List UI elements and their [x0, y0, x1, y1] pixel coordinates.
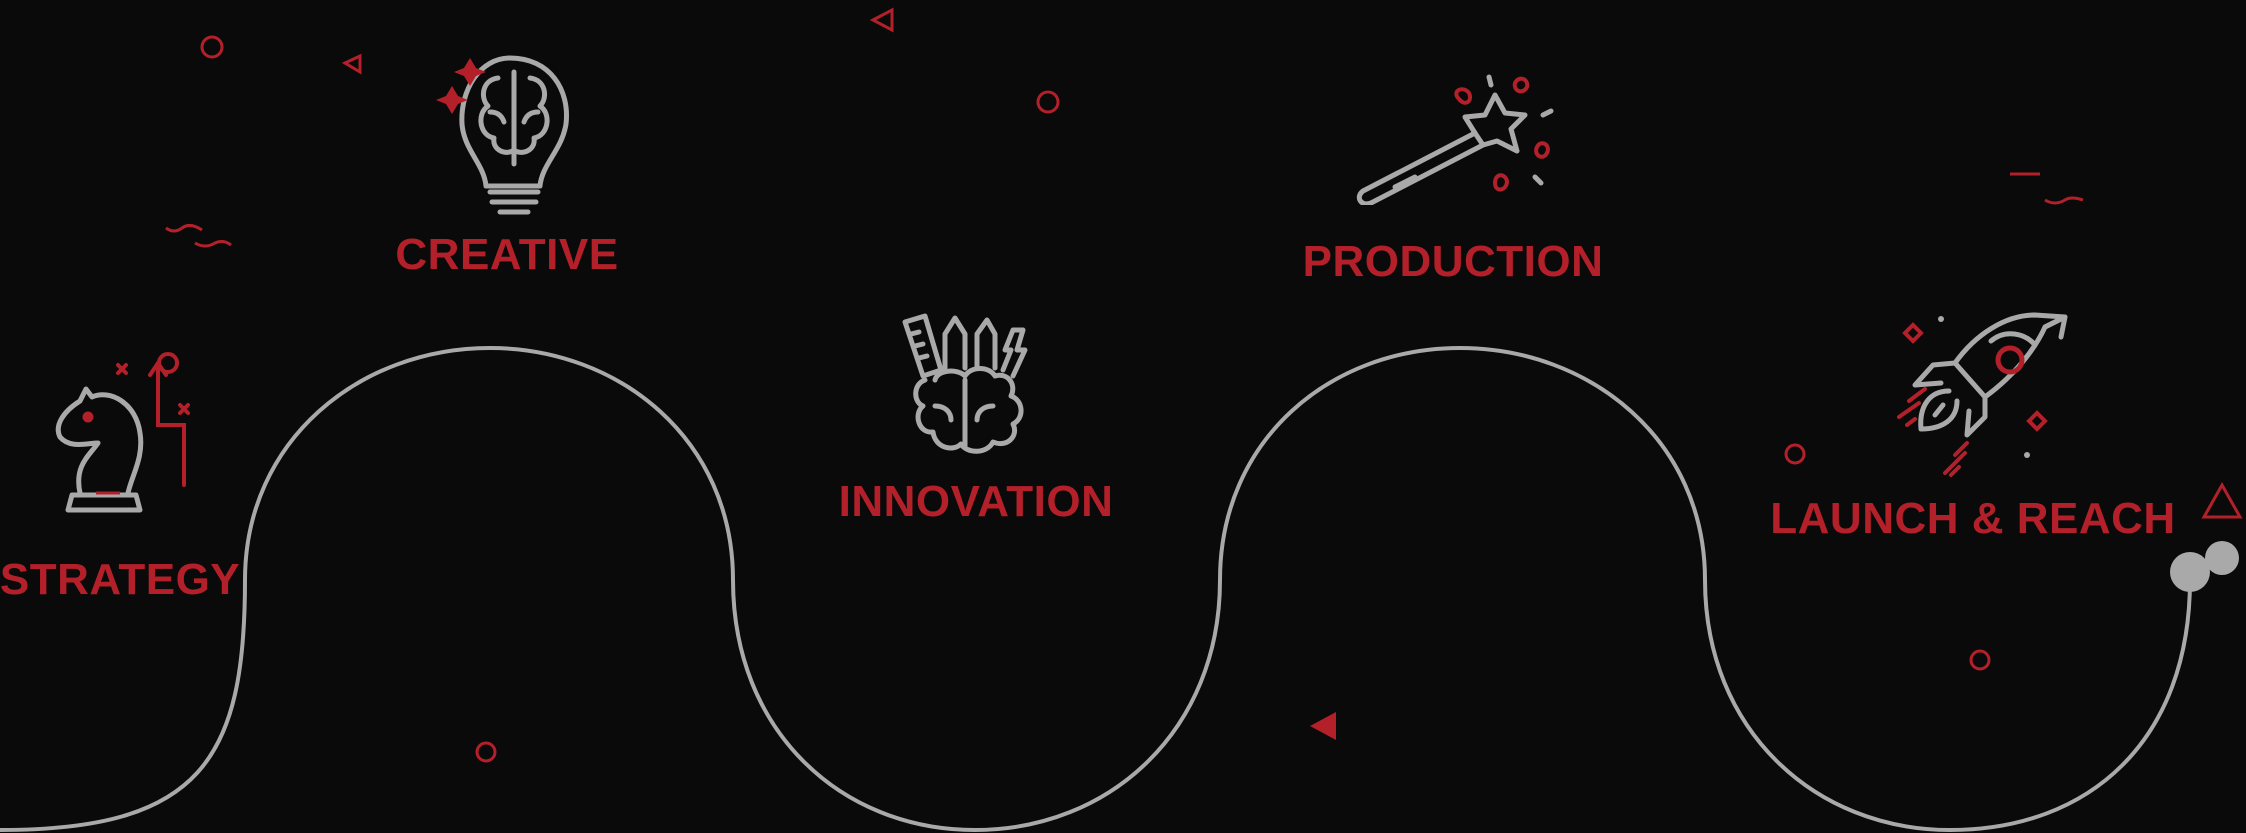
triangle-deco	[1310, 712, 1336, 740]
triangle-deco	[2201, 481, 2243, 519]
circle-deco	[1784, 443, 1806, 465]
rocket-icon	[1897, 312, 2068, 477]
stage-label-creative: CREATIVE	[395, 230, 619, 279]
stage-label-innovation: INNOVATION	[838, 477, 1114, 526]
squiggle-deco	[2044, 196, 2084, 205]
triangle-deco	[869, 7, 894, 33]
circle-deco	[1969, 649, 1991, 671]
chess-knight-icon	[55, 352, 190, 513]
brain-tools-icon	[902, 313, 1028, 454]
stage-label-strategy: STRATEGY	[0, 555, 241, 604]
lightbulb-brain-icon	[436, 55, 569, 215]
balloons-icon	[2170, 541, 2239, 592]
circle-deco	[475, 741, 497, 763]
squiggle-deco	[194, 239, 232, 248]
triangle-deco	[341, 53, 362, 75]
magic-wand-icon	[1356, 74, 1554, 205]
squiggle-deco	[165, 223, 203, 233]
wave-line	[0, 345, 2192, 833]
stage-label-production: PRODUCTION	[1302, 237, 1604, 286]
circle-deco	[200, 35, 224, 59]
stage-label-launch-reach: LAUNCH & REACH	[1770, 494, 2176, 543]
circle-deco	[1036, 90, 1060, 114]
